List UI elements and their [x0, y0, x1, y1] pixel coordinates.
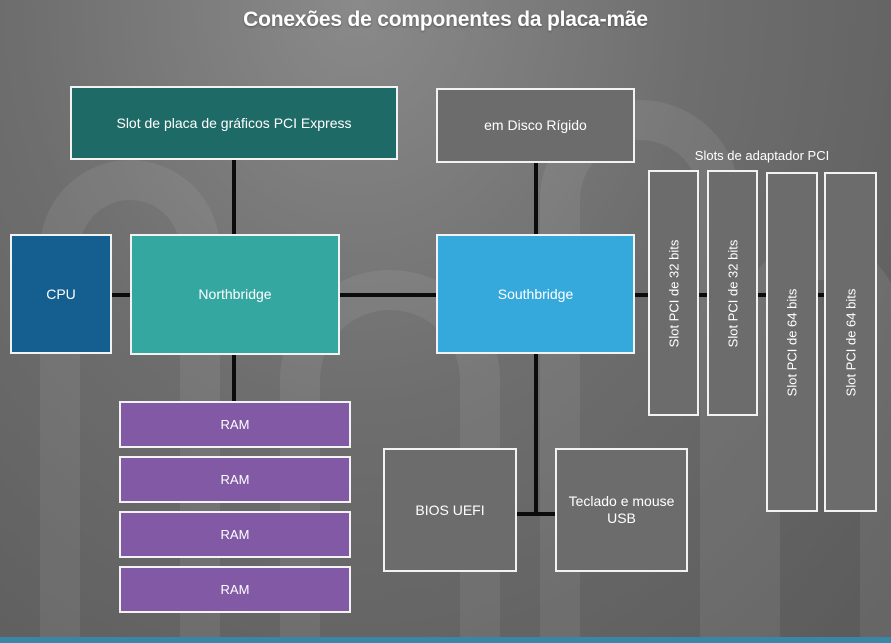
ram-module: RAM: [119, 456, 351, 503]
usb-keyboard-mouse-box: Teclado e mouse USB: [555, 448, 688, 572]
connector-northbridge-ram: [232, 353, 236, 403]
pci-slot-label: Slot PCI de 64 bits: [843, 288, 859, 396]
pci-slot-label: Slot PCI de 32 bits: [725, 239, 741, 347]
pci-slot-label: Slot PCI de 64 bits: [784, 288, 800, 396]
gpu-slot-box: Slot de placa de gráficos PCI Express: [70, 86, 398, 160]
pci-slots-label: Slots de adaptador PCI: [694, 148, 830, 163]
ram-module: RAM: [119, 401, 351, 448]
connector-northbridge-southbridge: [338, 293, 438, 297]
connector-southbridge-io: [534, 353, 538, 516]
southbridge-box: Southbridge: [436, 234, 635, 354]
pci-slot-label: Slot PCI de 32 bits: [666, 239, 682, 347]
pci-slot-64bit: Slot PCI de 64 bits: [766, 172, 818, 512]
hard-disk-box: em Disco Rígido: [436, 88, 635, 163]
bios-uefi-box: BIOS UEFI: [383, 448, 517, 572]
pci-slot-32bit: Slot PCI de 32 bits: [648, 170, 699, 416]
connector-cpu-northbridge: [110, 293, 132, 297]
connector-bios: [515, 512, 558, 516]
ram-module: RAM: [119, 566, 351, 613]
ram-module: RAM: [119, 511, 351, 558]
connector-gpu-northbridge: [232, 159, 236, 236]
bottom-accent-bar: [0, 637, 891, 643]
pci-slot-32bit: Slot PCI de 32 bits: [707, 170, 758, 416]
cpu-box: CPU: [10, 234, 112, 354]
northbridge-box: Northbridge: [130, 234, 340, 355]
connector-hdd-southbridge: [534, 162, 538, 236]
pci-slot-64bit: Slot PCI de 64 bits: [824, 172, 877, 512]
page-title: Conexões de componentes da placa-mãe: [243, 8, 648, 31]
